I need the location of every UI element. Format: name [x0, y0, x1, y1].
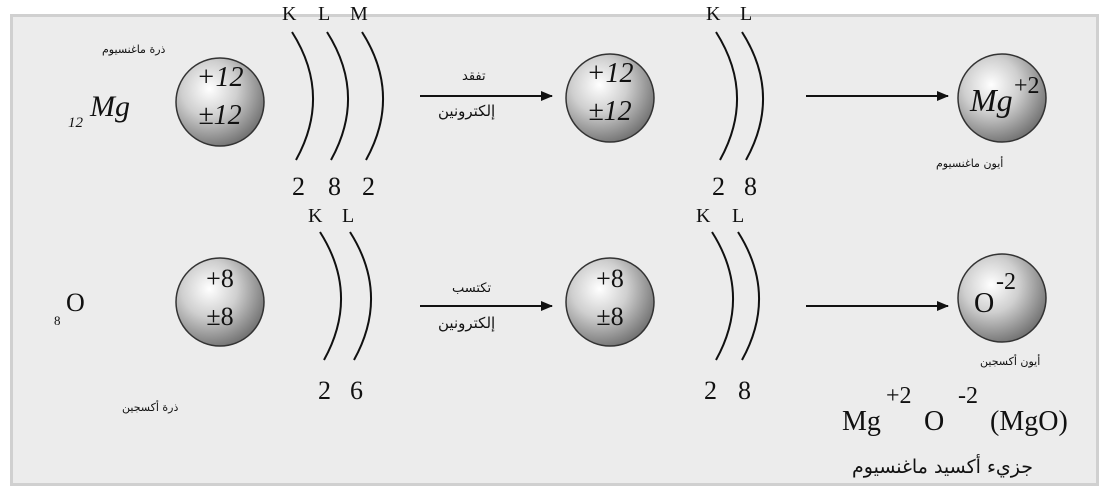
mg-shell-k-label: K: [282, 3, 297, 25]
mg-nucleus-neutrons: ±12: [198, 100, 242, 131]
o-arrow-top-label: تكتسب: [452, 281, 492, 296]
mg-nucleus: [175, 57, 265, 147]
mg-shell-l-label: L: [318, 3, 331, 25]
formula-compound: (MgO): [990, 406, 1068, 437]
formula-mg: Mg: [842, 406, 881, 437]
mg-arrow-top-label: تفقد: [462, 69, 486, 84]
formula-o: O: [924, 406, 945, 437]
o-shell-l: [349, 231, 372, 361]
mg-ion-sphere: [957, 53, 1047, 143]
o-inner-nucleus: [565, 257, 655, 347]
mg-ion-symbol: Mg: [970, 82, 1013, 118]
mg-shell-l: [326, 31, 349, 161]
o-electrons-k: 2: [318, 376, 331, 405]
mg-atom-label: ذرة ماغنسيوم: [102, 43, 166, 56]
o-arrow-bottom-label: إلكترونين: [438, 314, 496, 332]
mg-ion-label: أيون ماغنسيوم: [936, 157, 1004, 170]
mg-electrons-l: 8: [328, 172, 341, 201]
mg-shell-m: [361, 31, 384, 161]
mg-ion-shell-k: [715, 31, 738, 161]
o-atom-label: ذرة أكسجين: [122, 401, 179, 414]
o-ion-shell-l: [737, 231, 760, 361]
o-nucleus-protons: +8: [206, 264, 234, 293]
mg-ion-charge: +2: [1014, 73, 1040, 99]
mg-electrons-m: 2: [362, 172, 375, 201]
o-ion-label: أيون أكسجين: [980, 355, 1041, 368]
o-electrons-l: 6: [350, 376, 363, 405]
o-ion-electrons-k: 2: [704, 376, 717, 405]
formula-caption: جزيء أكسيد ماغنسيوم: [852, 456, 1033, 478]
o-ion-electrons-l: 8: [738, 376, 751, 405]
o-ion-nucleus-neutrons: ±8: [596, 302, 624, 331]
mg-shell-k: [291, 31, 314, 161]
o-ion-shell-l-label: L: [732, 205, 745, 227]
o-nucleus-neutrons: ±8: [206, 302, 234, 331]
formula-mg-charge: +2: [886, 383, 912, 409]
o-ion-shell-k-label: K: [696, 205, 711, 227]
o-symbol: O: [66, 288, 85, 317]
o-shell-k-label: K: [308, 205, 323, 227]
o-ion-sphere: [957, 253, 1047, 343]
o-nucleus: [175, 257, 265, 347]
mg-ion-shell-k-label: K: [706, 3, 721, 25]
mg-ion-nucleus-neutrons: ±12: [588, 96, 632, 127]
mg-arrow-bottom-label: إلكترونين: [438, 102, 496, 120]
mg-inner-nucleus: [565, 53, 655, 143]
o-ion-symbol: O: [974, 288, 995, 319]
mg-ion-electrons-k: 2: [712, 172, 725, 201]
mg-ion-shell-l-label: L: [740, 3, 753, 25]
o-shell-k: [319, 231, 342, 361]
formula-o-charge: -2: [958, 383, 978, 409]
mg-symbol: Mg: [90, 90, 130, 123]
o-shell-l-label: L: [342, 205, 355, 227]
mg-atomic-number: 12: [68, 115, 83, 131]
o-ion-shell-k: [711, 231, 734, 361]
o-atomic-number: 8: [54, 313, 61, 328]
mg-ion-electrons-l: 8: [744, 172, 757, 201]
o-ion-charge: -2: [996, 269, 1016, 295]
o-ion-nucleus-protons: +8: [596, 264, 624, 293]
mg-shell-m-label: M: [350, 3, 368, 25]
mg-nucleus-protons: +12: [196, 62, 244, 93]
mg-ion-shell-l: [741, 31, 764, 161]
mg-ion-nucleus-protons: +12: [586, 58, 634, 89]
mg-electrons-k: 2: [292, 172, 305, 201]
